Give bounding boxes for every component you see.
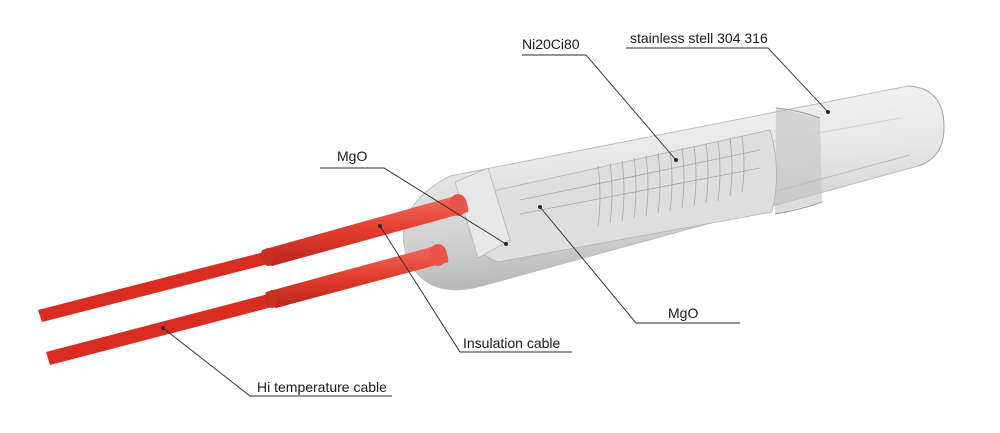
callout-mgo-top-line bbox=[320, 167, 507, 245]
label-stainless-steel: stainless stell 304 316 bbox=[630, 30, 768, 46]
hi-temp-wire-upper bbox=[38, 250, 276, 322]
mgo-front-facet bbox=[454, 167, 511, 259]
label-hi-temperature-cable: Hi temperature cable bbox=[257, 379, 387, 395]
label-insulation-cable: Insulation cable bbox=[463, 335, 561, 351]
callout-ni20ci80-line bbox=[522, 54, 677, 161]
callout-hi-temp-line bbox=[162, 327, 392, 397]
callout-lines bbox=[161, 47, 830, 397]
sheath-end-cap bbox=[907, 85, 945, 167]
label-ni20ci80: Ni20Ci80 bbox=[522, 36, 580, 52]
insulation-sleeves bbox=[261, 194, 469, 308]
insulation-sleeve-upper-end bbox=[449, 194, 467, 216]
sheath-cutaway bbox=[775, 108, 822, 214]
hi-temperature-wires bbox=[38, 250, 280, 365]
cutaway-edge bbox=[774, 107, 823, 215]
callout-mgo-bottom-line bbox=[539, 206, 740, 324]
ni20ci80-coil bbox=[519, 135, 761, 227]
callout-stainless-line bbox=[626, 47, 829, 113]
insulation-sleeve-upper bbox=[261, 196, 469, 266]
label-mgo-bottom: MgO bbox=[668, 305, 699, 321]
label-mgo-top: MgO bbox=[337, 148, 368, 164]
callout-insulation-line bbox=[379, 225, 572, 353]
insulation-sleeve-lower-end bbox=[429, 244, 447, 266]
